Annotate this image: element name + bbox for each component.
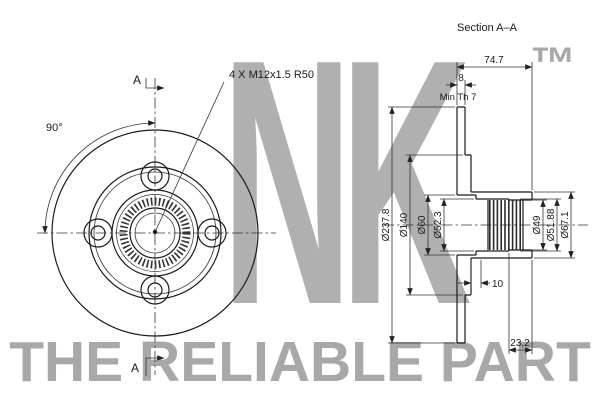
hub-ring-inner: [116, 194, 194, 272]
section-marker-bottom: A: [131, 355, 165, 376]
center-bore-outer: [129, 207, 181, 259]
dim-bore-49: Ø49: [532, 199, 547, 251]
svg-text:23,2: 23,2: [510, 338, 530, 349]
svg-text:74.7: 74.7: [484, 55, 504, 66]
dim-hat-diameter: Ø140: [399, 154, 463, 296]
svg-text:Ø67.1: Ø67.1: [560, 211, 571, 239]
dim-bore-60: Ø60: [417, 194, 455, 256]
bolt-holes: [90, 168, 220, 298]
svg-text:Ø237.8: Ø237.8: [381, 208, 392, 241]
dim-offset-23-2: 23,2: [508, 253, 533, 354]
hub-knurl-ring: [119, 197, 191, 269]
dim-bore-52-3: Ø52.3: [433, 198, 474, 252]
dim-hub-67-1: Ø67.1: [534, 191, 575, 259]
svg-text:Ø52.3: Ø52.3: [433, 211, 444, 239]
hat-face-circle-outer: [88, 166, 222, 300]
section-title: Section A–A: [457, 22, 518, 34]
dim-bore-51-88: Ø51.88: [520, 198, 561, 252]
svg-text:8: 8: [458, 73, 464, 84]
tagline-text: THE RELIABLE PART: [9, 330, 591, 394]
dim-outer-diameter: Ø237.8: [381, 106, 455, 344]
min-thickness-note: Min Th 7: [440, 92, 477, 103]
svg-text:10: 10: [492, 279, 504, 290]
trademark-symbol: ™: [530, 37, 576, 89]
center-bore-inner: [134, 212, 176, 254]
svg-text:Ø49: Ø49: [532, 215, 543, 234]
dim-step-10: 10: [458, 260, 504, 290]
svg-text:Ø51.88: Ø51.88: [546, 208, 557, 241]
front-centerlines: [37, 78, 276, 375]
svg-text:Ø60: Ø60: [417, 215, 428, 234]
dim-total-width: 74.7: [456, 55, 533, 190]
section-view: Section A–A 74.7 8 Min Th 7 Ø237.8: [381, 22, 588, 354]
front-view: 90° 4 X M12x1.5 R50 A: [37, 69, 314, 376]
hat-face-circle-inner: [93, 171, 217, 295]
bolt-callout-leader: [155, 81, 225, 231]
angle-label: 90°: [46, 122, 63, 134]
center-point: [152, 229, 158, 235]
section-label-bottom: A: [131, 361, 139, 375]
angle-arc: [42, 120, 156, 234]
disc-outer-circle: [51, 129, 259, 337]
hub-ring-outer: [111, 189, 199, 277]
dim-disc-thickness: 8: [446, 73, 476, 105]
section-label-top: A: [133, 73, 141, 87]
bolt-callout-label: 4 X M12x1.5 R50: [229, 69, 314, 81]
svg-text:Ø140: Ø140: [399, 212, 410, 237]
section-marker-top: A: [133, 73, 165, 91]
